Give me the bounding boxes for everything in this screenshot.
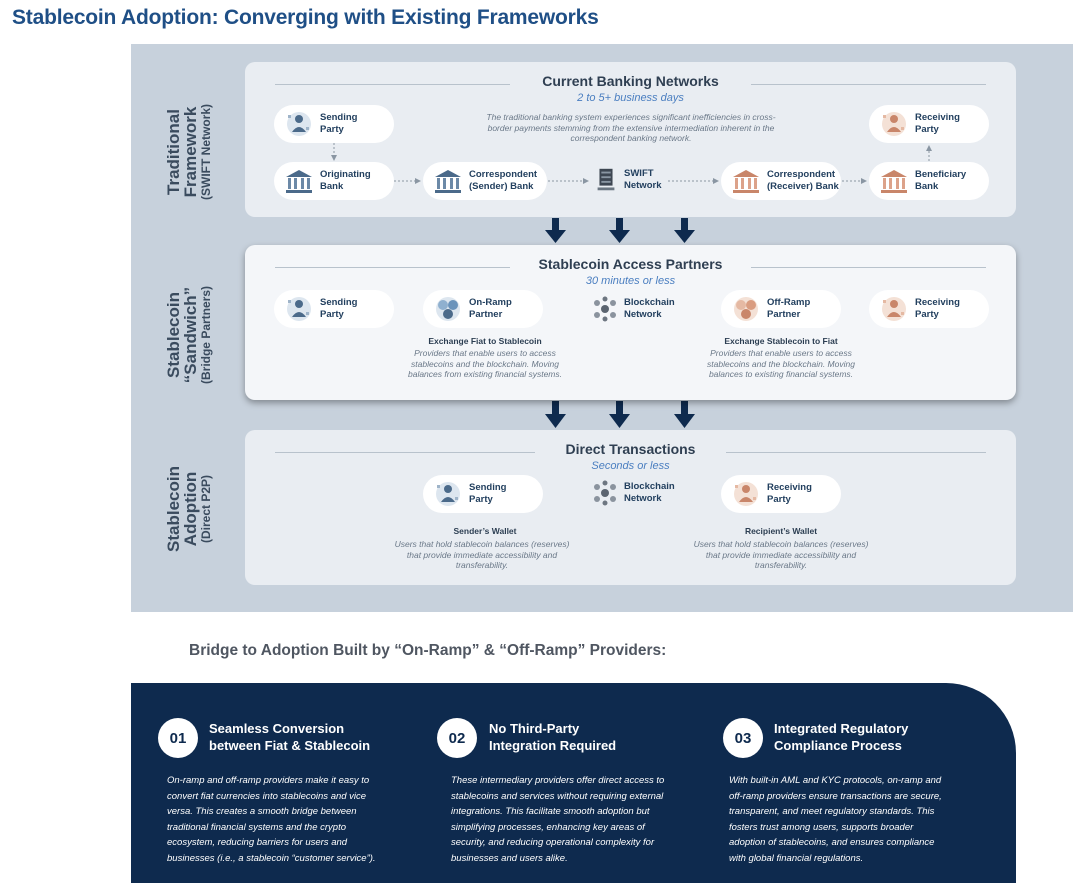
page-title: Stablecoin Adoption: Converging with Exi…	[12, 6, 599, 29]
node-correspondent-receiver: Correspondent(Receiver) Bank	[721, 162, 841, 200]
panel2-right-heading: Exchange Stablecoin to Fiat	[724, 336, 838, 346]
coins-icon	[436, 297, 460, 321]
panel3-left-heading: Sender’s Wallet	[453, 526, 517, 536]
panel2-left-heading: Exchange Fiat to Stablecoin	[428, 336, 542, 346]
panel2-title: Stablecoin Access Partners	[538, 256, 723, 272]
blockchain-icon	[594, 480, 616, 506]
person-icon	[882, 297, 906, 321]
blockchain-icon	[594, 296, 616, 322]
panel2-header: Stablecoin Access Partners 30 minutes or…	[245, 256, 1016, 287]
panel3-right-desc: Users that hold stablecoin balances (res…	[693, 539, 869, 570]
panel1-description: The traditional banking system experienc…	[486, 112, 776, 143]
panel3-header: Direct Transactions Seconds or less	[245, 441, 1016, 472]
panel-direct-transactions	[245, 430, 1016, 585]
panel3-left-desc: Users that hold stablecoin balances (res…	[394, 539, 570, 570]
card-1-number: 01	[158, 718, 198, 758]
panel1-subtitle: 2 to 5+ business days	[577, 92, 684, 104]
panel2-left-desc: Providers that enable users to access st…	[407, 348, 562, 379]
panel2-right-desc: Providers that enable users to access st…	[707, 348, 855, 379]
section-subheading: Bridge to Adoption Built by “On-Ramp” & …	[189, 642, 667, 659]
coins-icon	[734, 297, 758, 321]
panel2-subtitle: 30 minutes or less	[585, 275, 676, 287]
card-3-body: With built-in AML and KYC protocols, on-…	[729, 775, 942, 864]
panel1-title: Current Banking Networks	[542, 73, 719, 89]
panel1-header: Current Banking Networks 2 to 5+ busines…	[245, 73, 1016, 104]
card-2-body: These intermediary providers offer direc…	[451, 775, 665, 864]
card-3-number: 03	[723, 718, 763, 758]
node-correspondent-sender: Correspondent(Sender) Bank	[423, 162, 547, 200]
person-icon	[734, 482, 758, 506]
person-icon	[436, 482, 460, 506]
panel3-right-heading: Recipient’s Wallet	[744, 526, 818, 536]
panel3-title: Direct Transactions	[565, 441, 696, 457]
person-icon	[287, 297, 311, 321]
card-1-body: On-ramp and off-ramp providers make it e…	[167, 775, 376, 864]
card-2-number: 02	[437, 718, 477, 758]
panel3-subtitle: Seconds or less	[591, 460, 670, 472]
benefits-footer	[131, 683, 1016, 883]
